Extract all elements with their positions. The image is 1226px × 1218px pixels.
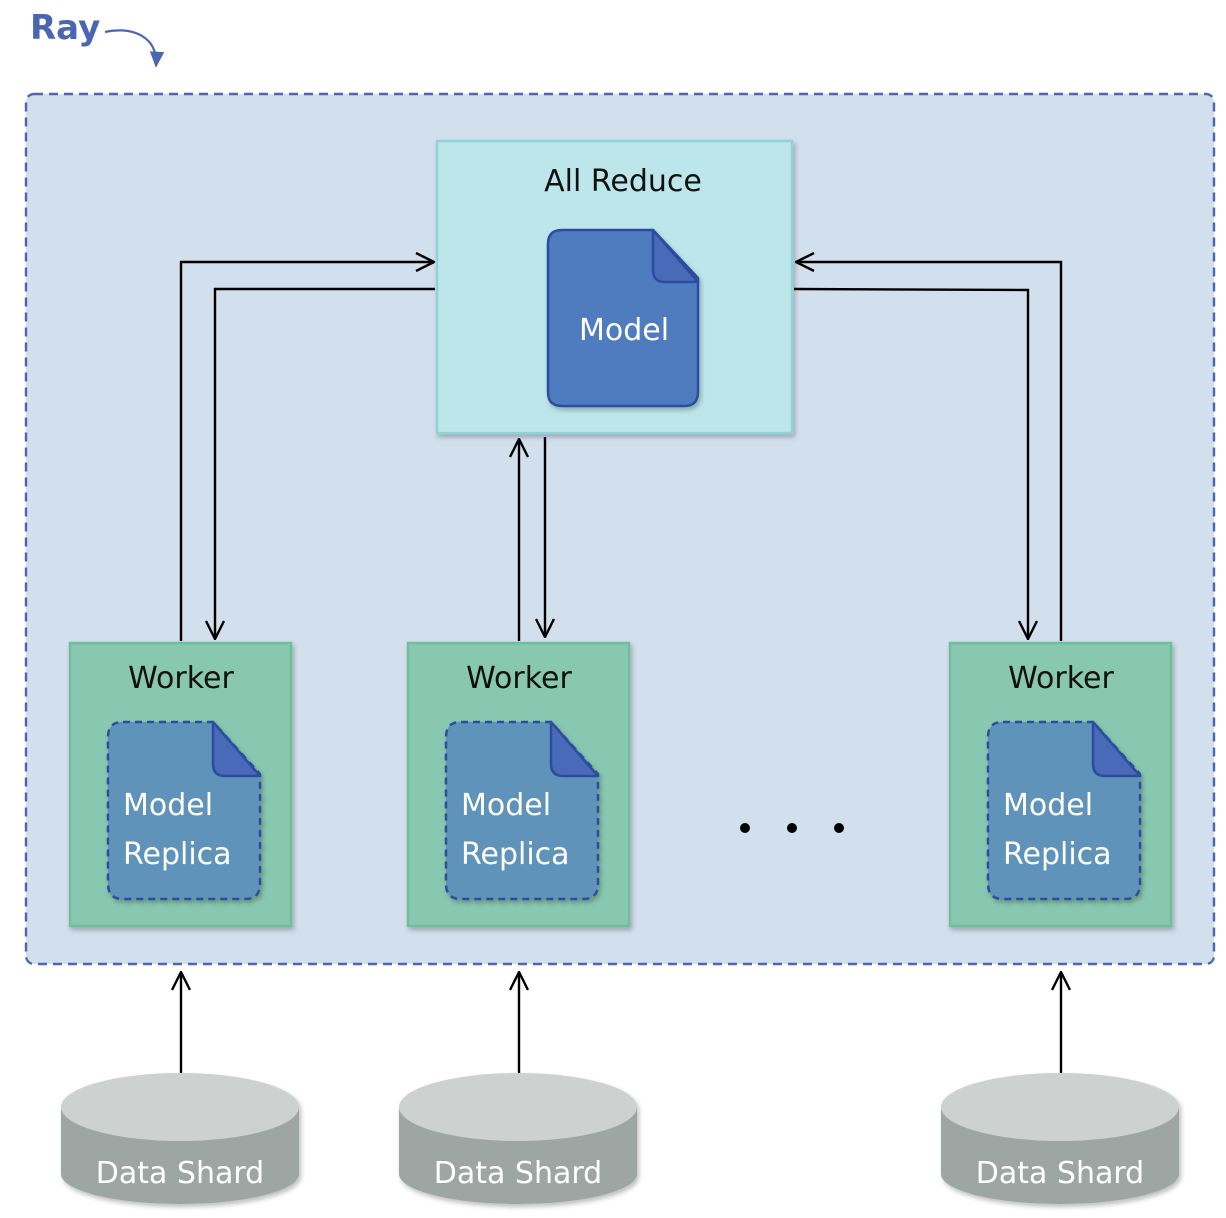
data-shard-label: Data Shard: [434, 1156, 602, 1191]
ray-label-group: Ray: [30, 8, 165, 68]
worker-title: Worker: [128, 661, 234, 696]
database-icon: [399, 1073, 637, 1204]
document-icon: [106, 720, 262, 901]
data-shard: Data Shard: [941, 1073, 1179, 1204]
document-icon: [546, 228, 700, 408]
database-icon: [941, 1073, 1179, 1204]
replica-label-line2: Replica: [461, 837, 570, 872]
data-shard: Data Shard: [399, 1073, 637, 1204]
document-icon: [444, 720, 600, 901]
ray-label: Ray: [30, 8, 100, 48]
data-shard: Data Shard: [61, 1073, 299, 1204]
all-reduce-node: All Reduce Model: [435, 139, 794, 435]
database-icon: [61, 1073, 299, 1204]
replica-label-line1: Model: [1003, 788, 1093, 823]
replica-label-line2: Replica: [1003, 837, 1112, 872]
replica-label-line1: Model: [461, 788, 551, 823]
replica-label-line1: Model: [123, 788, 213, 823]
data-shard-label: Data Shard: [976, 1156, 1144, 1191]
worker-title: Worker: [466, 661, 572, 696]
data-shard-label: Data Shard: [96, 1156, 264, 1191]
ellipsis-icon: [740, 823, 844, 833]
arrow-worker3-to-allreduce: [796, 262, 1063, 641]
curved-arrow-icon: [104, 29, 165, 68]
worker-title: Worker: [1008, 661, 1114, 696]
arrow-allreduce-to-worker1: [215, 287, 435, 639]
all-reduce-title: All Reduce: [544, 164, 702, 199]
worker-node: Worker Model Replica: [406, 641, 631, 928]
worker-node: Worker Model Replica: [948, 641, 1173, 928]
worker-node: Worker Model Replica: [68, 641, 293, 928]
arrow-worker1-to-allreduce: [179, 262, 434, 641]
document-icon: [986, 720, 1142, 901]
replica-label-line2: Replica: [123, 837, 232, 872]
all-reduce-model-label: Model: [579, 313, 669, 348]
ray-container: [24, 92, 1216, 966]
arrow-allreduce-to-worker3: [793, 287, 1028, 639]
